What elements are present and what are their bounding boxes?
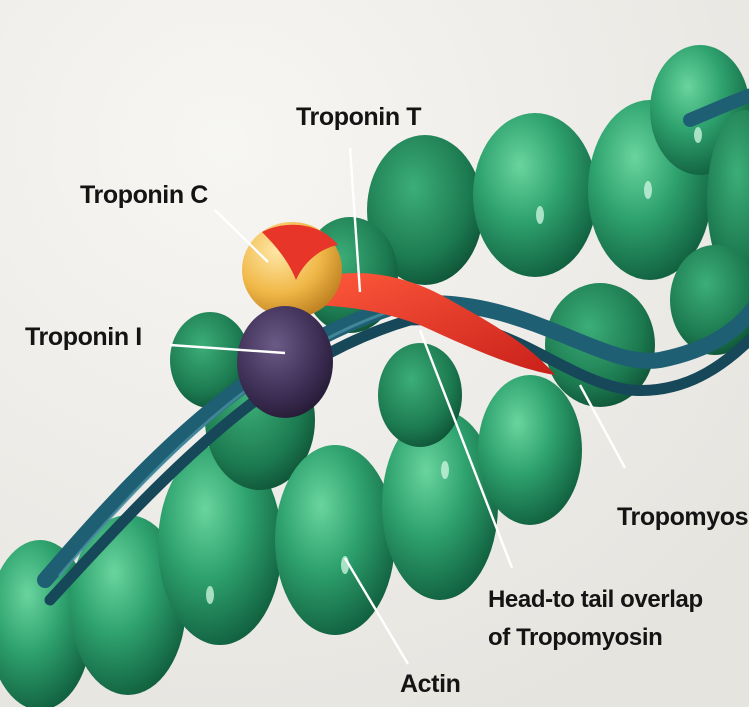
overlap-label-line2: of Tropomyosin	[488, 624, 662, 651]
actin-highlight	[644, 181, 652, 199]
overlap-label-line1: Head-to tail overlap	[488, 586, 703, 613]
troponin-i-label: Troponin I	[25, 323, 142, 351]
actin-label: Actin	[400, 670, 461, 698]
actin-bead	[473, 113, 597, 277]
troponin-t-label: Troponin T	[296, 103, 421, 131]
troponin-c-label: Troponin C	[80, 181, 208, 209]
troponin-i-shape	[237, 306, 333, 418]
actin-highlight	[441, 461, 449, 479]
actin-highlight	[694, 127, 702, 143]
actin-bead	[478, 375, 582, 525]
actin-highlight	[206, 586, 214, 604]
actin-bead	[378, 343, 462, 447]
actin-bead	[275, 445, 395, 635]
tropomyosin-label: Tropomyosin	[617, 503, 749, 531]
actin-highlight	[536, 206, 544, 224]
